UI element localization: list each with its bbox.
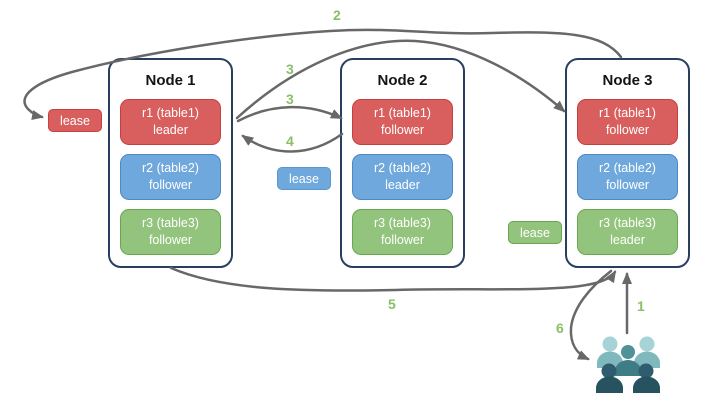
replica-range-label: r2 (table2) <box>599 161 656 176</box>
replica-range-label: r3 (table3) <box>599 216 656 231</box>
node-box-3: Node 3 r1 (table1) follower r2 (table2) … <box>565 58 690 268</box>
node-box-1: Node 1 r1 (table1) leader r2 (table2) fo… <box>108 58 233 268</box>
replica-role-label: follower <box>148 178 193 192</box>
step-label-5: 5 <box>388 296 396 312</box>
replica-r3-node1-follower: r3 (table3) follower <box>120 209 221 255</box>
step-label-2: 2 <box>333 7 341 23</box>
arrow-step-3-leader-to-node2 <box>236 105 343 123</box>
lease-badge-blue: lease <box>277 167 331 190</box>
replica-r2-node2-leader: r2 (table2) leader <box>352 154 453 200</box>
node-2-replicas: r1 (table1) follower r2 (table2) leader … <box>342 90 463 255</box>
arrow-step-6-node3-to-users <box>569 269 613 361</box>
replica-range-label: r1 (table1) <box>599 106 656 121</box>
replica-r1-node2-follower: r1 (table1) follower <box>352 99 453 145</box>
step-label-3b: 3 <box>286 61 294 77</box>
lease-badge-green: lease <box>508 221 562 244</box>
users-icon <box>596 336 660 393</box>
replica-range-label: r3 (table3) <box>142 216 199 231</box>
replica-range-label: r1 (table1) <box>374 106 431 121</box>
lease-badge-red: lease <box>48 109 102 132</box>
node-box-2: Node 2 r1 (table1) follower r2 (table2) … <box>340 58 465 268</box>
replica-role-label: follower <box>605 123 650 137</box>
step-label-6: 6 <box>556 320 564 336</box>
node-1-title: Node 1 <box>145 72 196 89</box>
replica-role-label: follower <box>380 123 425 137</box>
replica-range-label: r2 (table2) <box>142 161 199 176</box>
arrow-step-5-node1-to-node3 <box>169 266 617 292</box>
replica-range-label: r2 (table2) <box>374 161 431 176</box>
replica-role-label: follower <box>148 233 193 247</box>
node-3-title: Node 3 <box>602 72 653 89</box>
node-1-replicas: r1 (table1) leader r2 (table2) follower … <box>110 90 231 255</box>
node-2-title: Node 2 <box>377 72 428 89</box>
replica-r2-node3-follower: r2 (table2) follower <box>577 154 678 200</box>
replica-role-label: follower <box>605 178 650 192</box>
replica-r2-node1-follower: r2 (table2) follower <box>120 154 221 200</box>
replica-role-label: leader <box>153 123 188 137</box>
replica-range-label: r1 (table1) <box>142 106 199 121</box>
step-label-1: 1 <box>637 298 645 314</box>
replica-r1-node1-leader: r1 (table1) leader <box>120 99 221 145</box>
replica-r3-node2-follower: r3 (table3) follower <box>352 209 453 255</box>
step-label-4: 4 <box>286 133 294 149</box>
replica-role-label: leader <box>385 178 420 192</box>
node-3-replicas: r1 (table1) follower r2 (table2) followe… <box>567 90 688 255</box>
step-label-3a: 3 <box>286 91 294 107</box>
replica-range-label: r3 (table3) <box>374 216 431 231</box>
replica-r3-node3-leader: r3 (table3) leader <box>577 209 678 255</box>
replica-r1-node3-follower: r1 (table1) follower <box>577 99 678 145</box>
replica-role-label: leader <box>610 233 645 247</box>
replica-role-label: follower <box>380 233 425 247</box>
